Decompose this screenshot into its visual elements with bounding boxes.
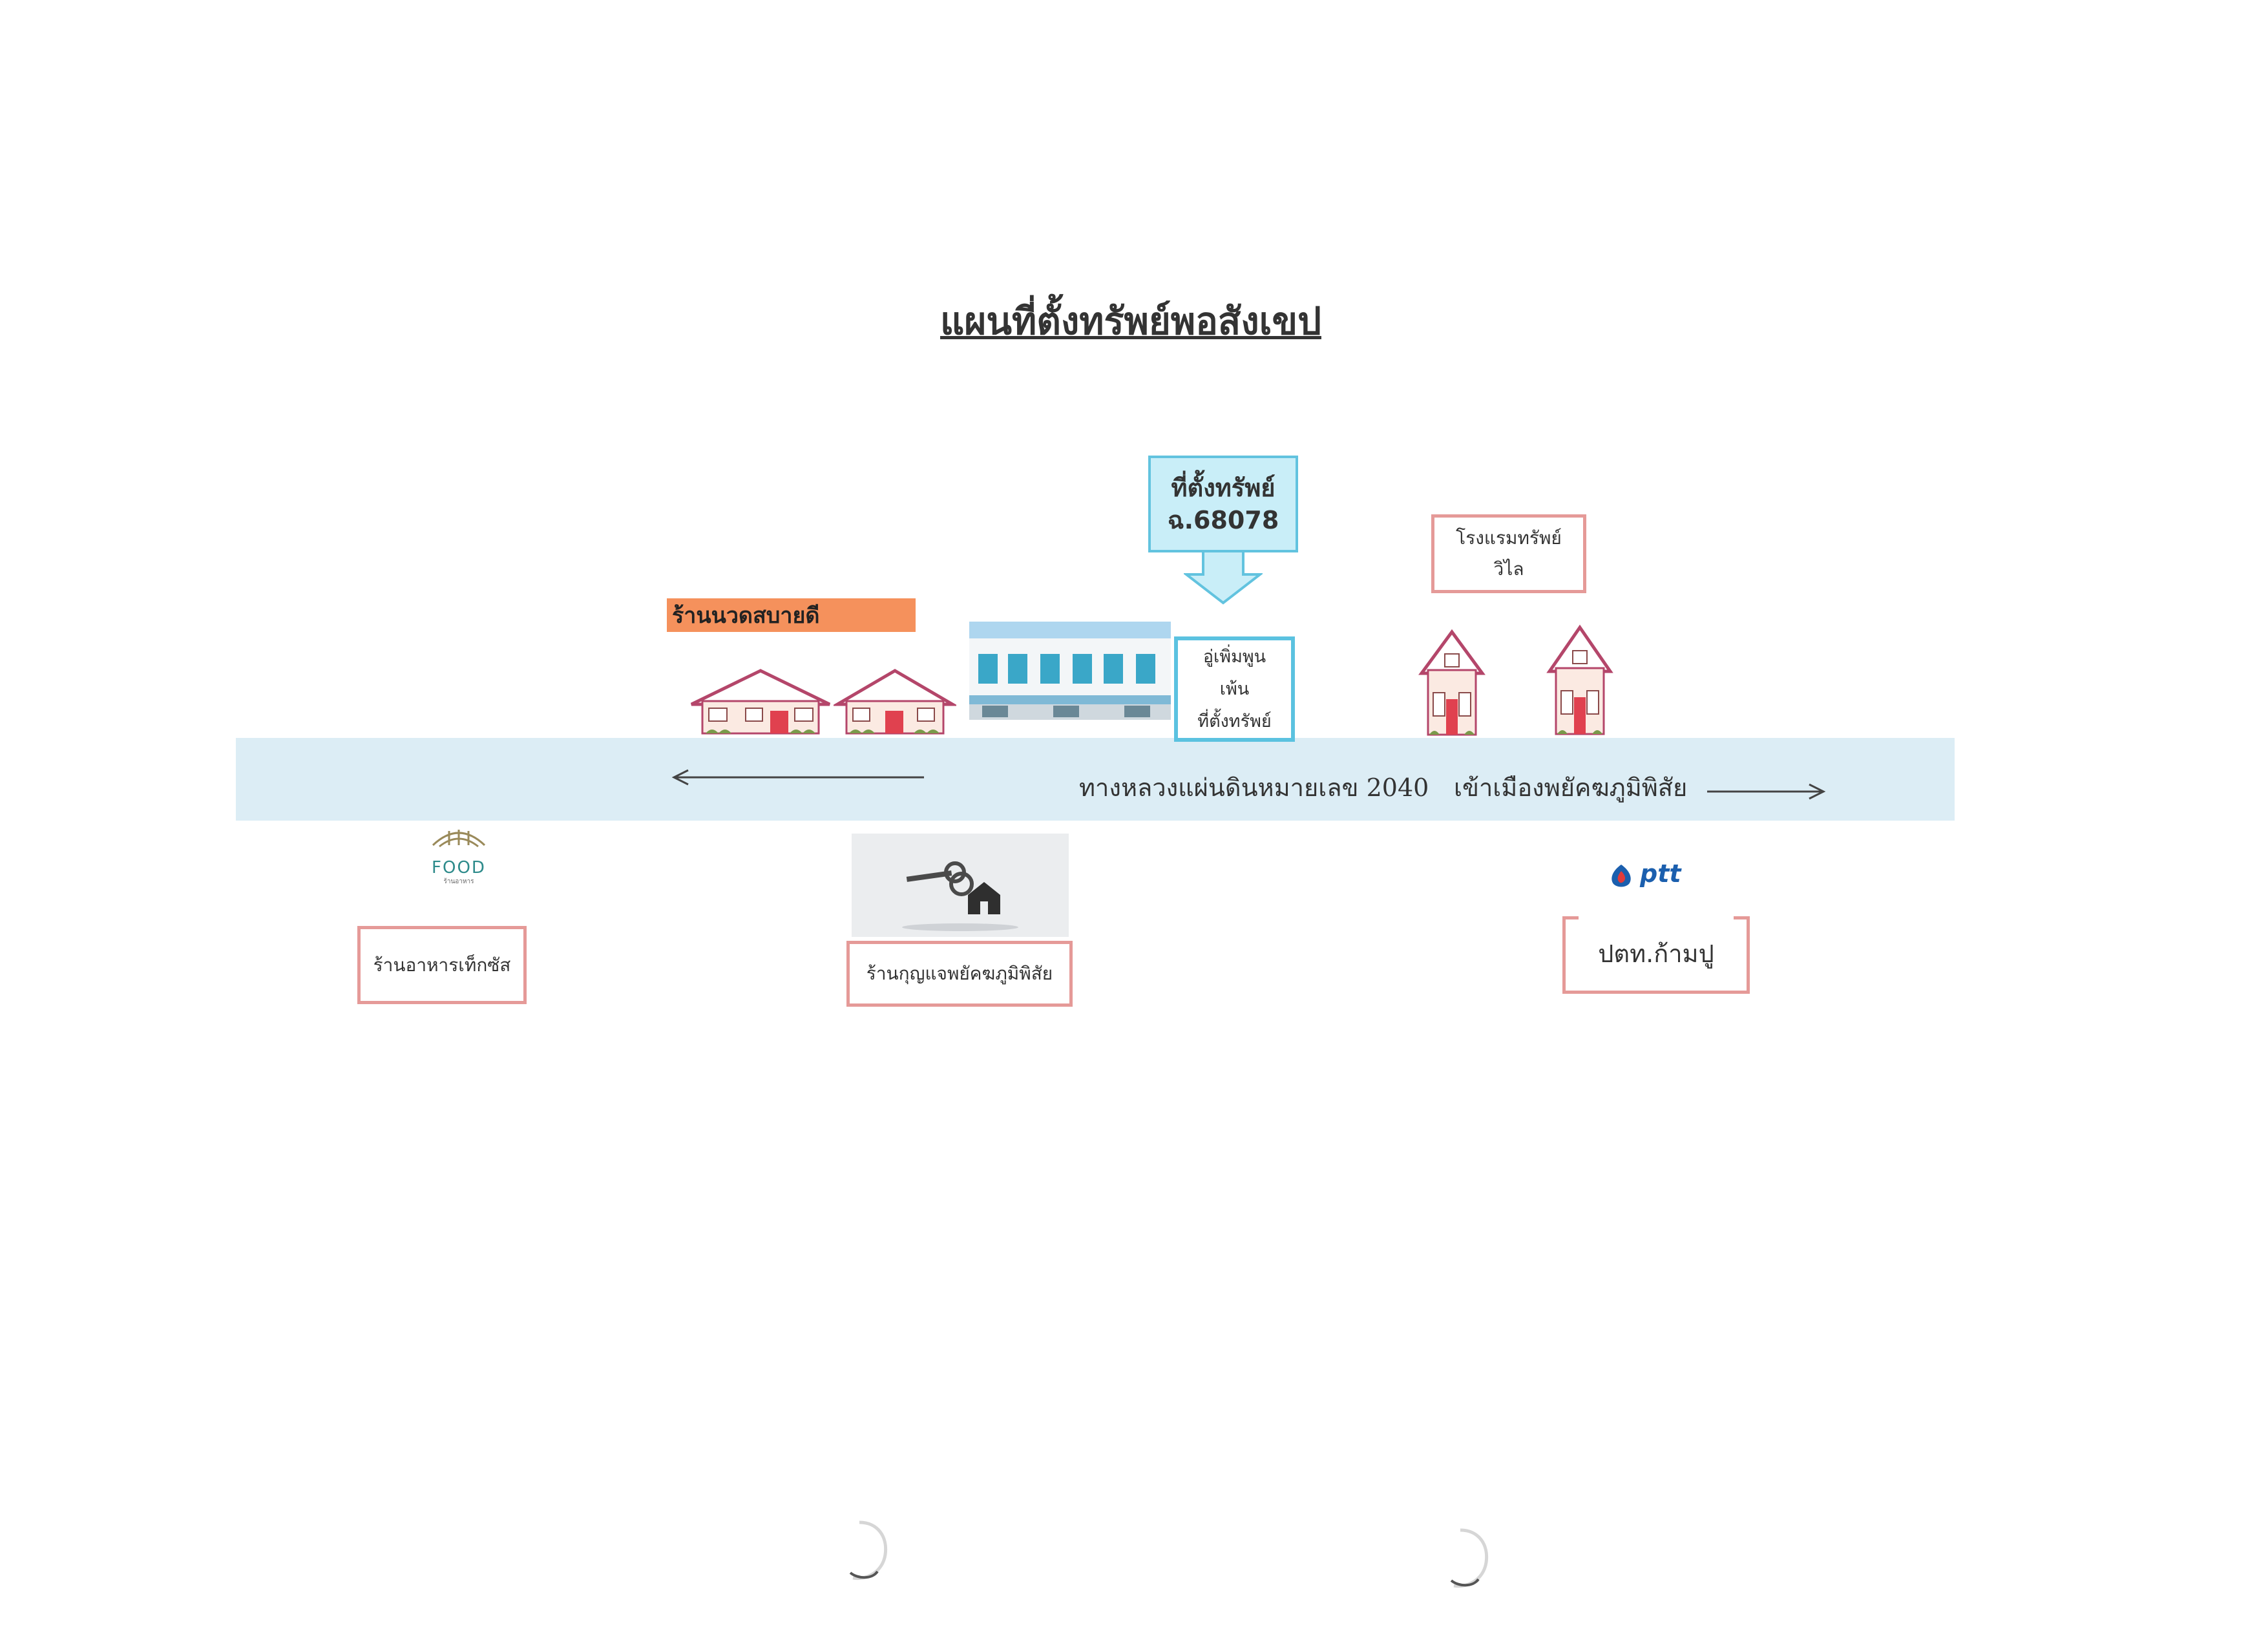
down-arrow-icon bbox=[1184, 550, 1263, 605]
massage-shop-suffix: สบายดี bbox=[753, 603, 820, 629]
hotel-line2: วิไล bbox=[1493, 558, 1524, 580]
punch-hole-mark bbox=[1450, 1528, 1489, 1588]
property-callout-line2: ฉ.68078 bbox=[1167, 506, 1279, 534]
neighbor-line3: ที่ตั้งทรัพย์ bbox=[1197, 711, 1272, 731]
property-callout-line1: ที่ตั้งทรัพย์ bbox=[1171, 474, 1276, 502]
road-direction-label: เข้าเมืองพยัคฆภูมิพิสัย bbox=[1454, 773, 1688, 802]
ptt-logo-text: ptt bbox=[1640, 859, 1681, 888]
food-logo-icon bbox=[432, 830, 486, 848]
arrow-left-icon bbox=[671, 769, 924, 786]
house-icon bbox=[690, 669, 831, 735]
arrow-right-icon bbox=[1707, 783, 1826, 800]
hotel-box: โรงแรมทรัพย์ วิไล bbox=[1431, 514, 1586, 593]
map-title: แผนที่ตั้งทรัพย์พอสังเขป bbox=[940, 299, 1321, 343]
ptt-flame-icon bbox=[1612, 865, 1631, 887]
gas-station-box: ปตท.ก้ามปู bbox=[1562, 916, 1750, 994]
property-callout: ที่ตั้งทรัพย์ ฉ.68078 bbox=[1148, 456, 1298, 552]
key-shop-box: ร้านกุญแจพยัคฆภูมิพิสัย bbox=[846, 941, 1073, 1007]
restaurant-label: ร้านอาหารเท็กซัส bbox=[373, 954, 511, 976]
massage-shop-name: ร้านนวด bbox=[672, 603, 753, 629]
food-logo-text: FOOD bbox=[432, 858, 486, 877]
road-name-label: ทางหลวงแผ่นดินหมายเลข 2040 bbox=[1079, 773, 1429, 802]
key-shop-image bbox=[852, 834, 1069, 937]
house-icon bbox=[1418, 629, 1486, 736]
property-building-image bbox=[969, 622, 1171, 720]
massage-shop-label: ร้านนวด สบายดี bbox=[667, 598, 916, 632]
house-icon bbox=[1546, 624, 1613, 735]
neighbor-garage-box: อู่เพิ่มพูน เพ้น ที่ตั้งทรัพย์ bbox=[1174, 636, 1295, 742]
neighbor-line2: เพ้น bbox=[1219, 678, 1250, 699]
food-logo-subtext: ร้านอาหาร bbox=[443, 878, 474, 885]
punch-hole-mark bbox=[849, 1520, 888, 1581]
gas-station-label: ปตท.ก้ามปู bbox=[1598, 940, 1714, 968]
restaurant-box: ร้านอาหารเท็กซัส bbox=[357, 926, 527, 1004]
highway-road bbox=[236, 738, 1955, 821]
house-icon bbox=[834, 669, 956, 735]
hotel-line1: โรงแรมทรัพย์ bbox=[1456, 527, 1562, 549]
neighbor-line1: อู่เพิ่มพูน bbox=[1202, 646, 1266, 667]
key-shop-label: ร้านกุญแจพยัคฆภูมิพิสัย bbox=[866, 963, 1053, 984]
